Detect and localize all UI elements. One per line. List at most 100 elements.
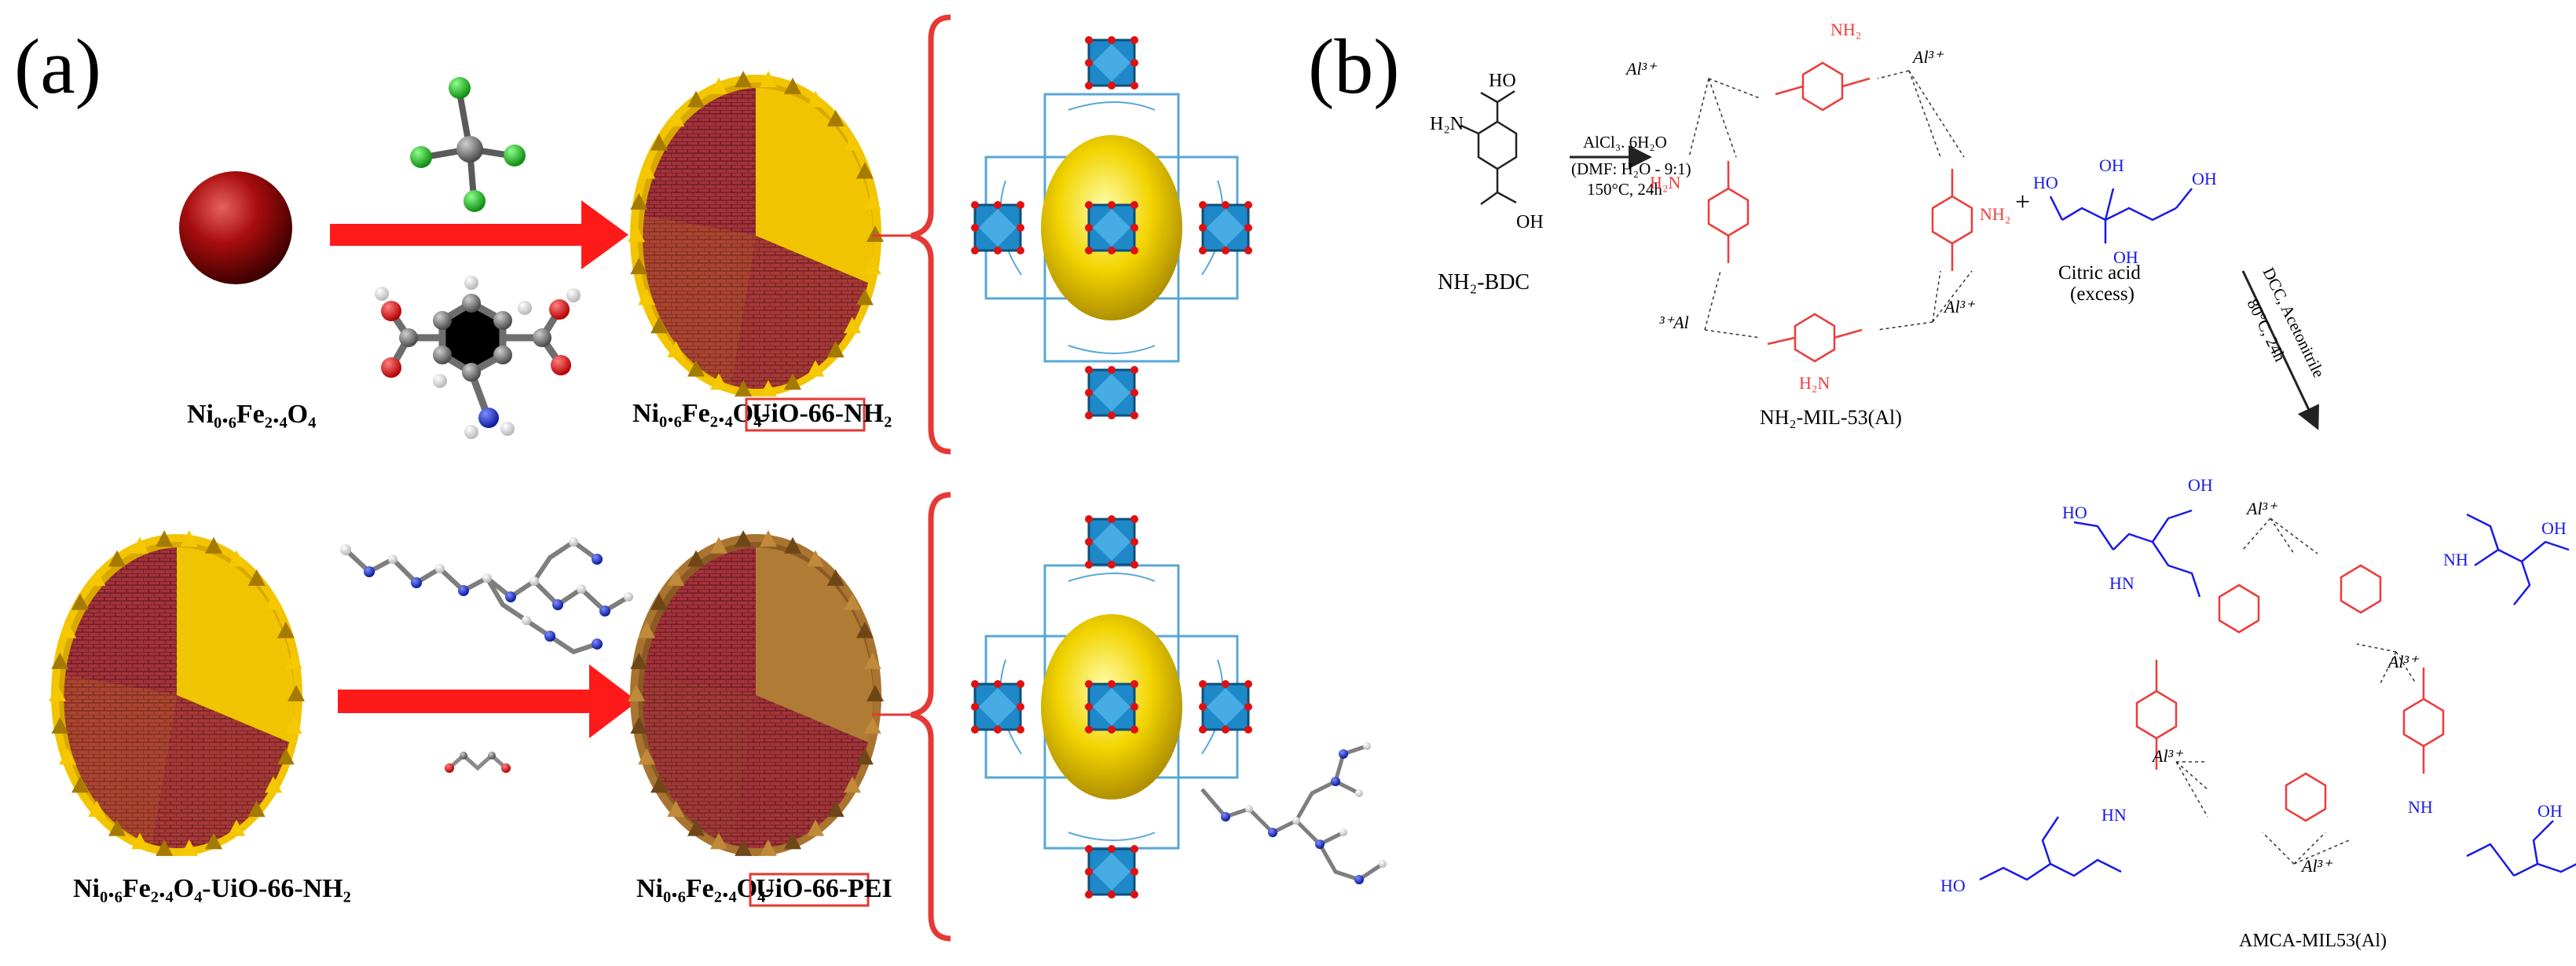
- oxygen-atom-dot: [1130, 389, 1138, 397]
- chem-al-amca-2: Al³⁺: [2387, 652, 2420, 671]
- shell-pyramid: [264, 593, 282, 610]
- shell-pyramid: [863, 717, 881, 734]
- oxygen-atom-dot: [1085, 366, 1093, 374]
- shell-pyramid: [826, 341, 845, 358]
- oxygen-atom-dot: [1085, 891, 1093, 898]
- shell-pyramid: [735, 839, 753, 856]
- shell-pyramid: [759, 839, 777, 856]
- shell-pyramid: [204, 832, 222, 850]
- shell-pyramid: [638, 621, 656, 639]
- amca-al-coordination-lines: [2175, 518, 2417, 865]
- shell-pyramid: [628, 225, 645, 242]
- oxygen-atom-dot: [1108, 412, 1116, 419]
- oxygen-atom-dot: [1108, 845, 1116, 853]
- shell-pyramid: [88, 569, 106, 586]
- shell-pyramid: [638, 288, 656, 306]
- oxygen-atom-dot: [1108, 201, 1116, 209]
- oxygen-atom-dot: [1130, 224, 1138, 232]
- oxygen-atom-dot: [971, 201, 979, 209]
- chem-al-topleft: Al³⁺: [1625, 59, 1658, 79]
- shell-pyramid: [630, 717, 648, 734]
- shell-pyramid: [71, 593, 90, 610]
- label-nife-uio66nh2-bottom: Ni₀.₆Fe₂.₄O₄-UiO-66-NH₂: [73, 874, 351, 903]
- shell-pyramid: [630, 258, 648, 275]
- oxygen-atom-dot: [1085, 680, 1093, 688]
- shell-pyramid: [863, 652, 881, 669]
- box-uio66-nh2: [745, 397, 866, 432]
- oxygen-atom-dot: [994, 680, 1002, 688]
- shell-pyramid: [710, 536, 728, 554]
- oxygen-atom-dot: [1244, 201, 1252, 209]
- shell-pyramid: [638, 162, 656, 179]
- oxygen-atom-dot: [1199, 680, 1207, 688]
- shell-pyramid: [264, 776, 282, 793]
- reaction-arrow-bottom: [338, 664, 638, 738]
- oxygen-atom-dot: [1130, 82, 1138, 90]
- shell-pyramid: [131, 536, 149, 554]
- label-uio66-pei-boxed: UiO-66-PEI: [756, 874, 892, 903]
- oxygen-atom-dot: [1085, 36, 1093, 44]
- chem-oh-citric-right: OH: [2192, 169, 2217, 188]
- oxygen-atom-dot: [1085, 703, 1093, 711]
- label-nh2-bdc: NH₂-BDC: [1438, 270, 1530, 295]
- oxygen-atom-dot: [1085, 59, 1093, 67]
- chem-hn-amca-bottom: HN: [2101, 805, 2127, 825]
- chem-ho-amca-bottomleft: HO: [1940, 876, 1966, 895]
- chem-hn-amca: HN: [2109, 573, 2134, 593]
- oxygen-atom-dot: [1199, 224, 1207, 232]
- shell-pyramid: [687, 360, 705, 377]
- oxygen-atom-dot: [1017, 201, 1024, 209]
- citric-acid-structure: [2049, 188, 2193, 243]
- shell-pyramid: [867, 225, 884, 242]
- pei-grafted-atoms: [1221, 742, 1387, 884]
- zr-cluster-facet: [1093, 523, 1130, 561]
- chem-al-bottomleft: ³⁺Al: [1659, 313, 1689, 332]
- zr-cluster-facet: [979, 209, 1017, 247]
- oxygen-atom-dot: [1017, 224, 1024, 232]
- oxygen-atom-dot: [994, 201, 1002, 209]
- chem-oh-bdc-bottom: OH: [1516, 212, 1544, 232]
- oxygen-atom-dot: [1085, 515, 1093, 523]
- shell-pyramid: [856, 162, 874, 179]
- oxygen-atom-dot: [1199, 726, 1207, 734]
- oxygen-atom-dot: [1085, 845, 1093, 853]
- shell-pyramid: [783, 832, 801, 850]
- shell-pyramid: [826, 800, 845, 818]
- shell-pyramid: [843, 776, 861, 793]
- shell-pyramid: [228, 550, 245, 567]
- chem-oh-bdc-top: HO: [1489, 71, 1516, 91]
- zr-cluster-facet: [1093, 44, 1130, 82]
- oxygen-atom-dot: [1130, 538, 1138, 546]
- chem-al-amca-3: Al³⁺: [2151, 746, 2184, 766]
- zr-cluster-facet: [979, 688, 1017, 726]
- shell-pyramid: [783, 373, 801, 390]
- label-nh2-mil53: NH₂-MIL-53(Al): [1760, 406, 1902, 429]
- shell-pyramid: [650, 317, 669, 334]
- shell-pyramid: [710, 77, 728, 94]
- oxygen-atom-dot: [1017, 680, 1024, 688]
- shell-pyramid: [630, 192, 648, 210]
- nh2-bdc-structure: [1460, 90, 1518, 206]
- shell-pyramid: [650, 134, 669, 151]
- label-nife: Ni₀.₆Fe₂.₄O₄: [187, 400, 316, 429]
- zr-cluster-facet: [1093, 688, 1130, 726]
- plus-sign: +: [2015, 188, 2030, 217]
- panel-b-letter: (b): [1308, 23, 1400, 110]
- zr-cluster-facet: [1093, 853, 1130, 891]
- shell-pyramid: [284, 652, 302, 669]
- chem-h2n-bottom: H₂N: [1799, 373, 1830, 393]
- oxygen-atom-dot: [1222, 726, 1229, 734]
- oxygen-atom-dot: [1130, 680, 1138, 688]
- core-shell-particle-uio66pei: [630, 534, 881, 856]
- shell-pyramid: [710, 373, 728, 390]
- chem-h2n-bdc: H₂N: [1430, 114, 1464, 134]
- oxygen-atom-dot: [1017, 726, 1024, 734]
- shell-pyramid: [49, 685, 66, 701]
- oxygen-atom-dot: [1244, 703, 1252, 711]
- bracket-top: [911, 14, 951, 455]
- zr-cluster-facet: [1207, 688, 1244, 726]
- oxygen-atom-dot: [1108, 561, 1116, 569]
- shell-pyramid: [650, 593, 669, 610]
- glutaraldehyde-molecule-icon: [445, 752, 511, 773]
